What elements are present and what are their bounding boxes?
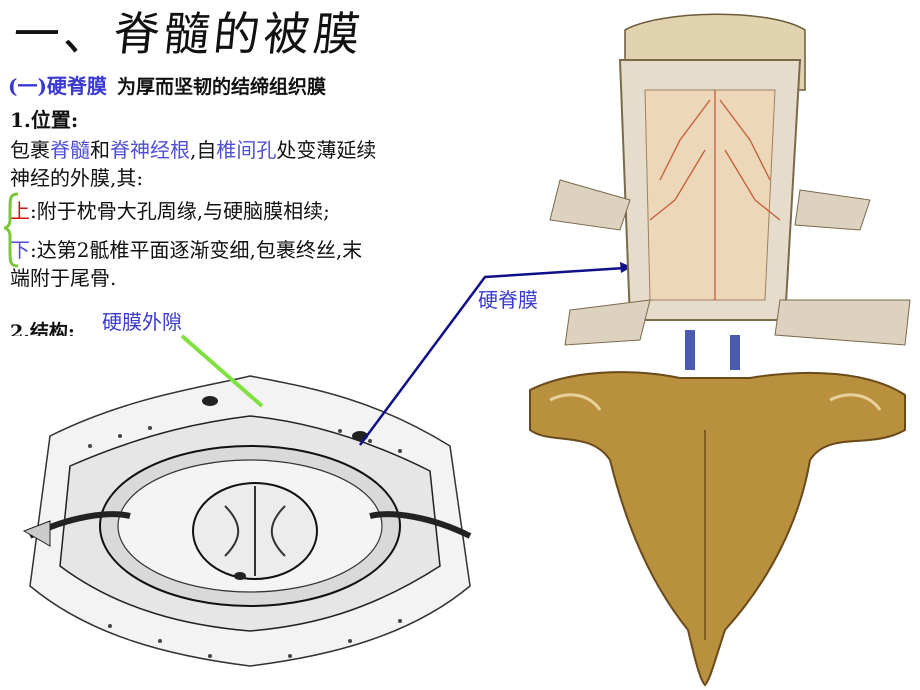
lower-attachment: 下:达第2骶椎平面逐渐变细,包裹终丝,末 <box>10 236 362 264</box>
dura-dissection-illustration <box>529 13 911 687</box>
term-spinal-cord: 脊髓 <box>50 138 90 162</box>
lower-text: :达第2骶椎平面逐渐变细,包裹终丝,末 <box>30 238 363 262</box>
curly-brace-icon <box>3 192 19 268</box>
section-description: 为厚而坚韧的结缔组织膜 <box>116 76 326 98</box>
text-span: ,自 <box>190 138 217 162</box>
text-span: 和 <box>90 138 110 162</box>
section-heading: (一)硬脊膜 <box>8 74 107 98</box>
position-line-2: 神经的外膜,其: <box>10 166 144 190</box>
text-span: 包裹 <box>10 138 50 162</box>
lower-attachment-2: 端附于尾骨. <box>10 266 117 290</box>
page-title: 一、脊髓的被膜 <box>10 7 367 61</box>
upper-text: :附于枕骨大孔周缘,与硬脑膜相续; <box>30 199 330 223</box>
position-heading: 1.位置: <box>10 108 79 132</box>
upper-attachment: 上:附于枕骨大孔周缘,与硬脑膜相续; <box>10 197 330 225</box>
lower-key: 下 <box>10 238 30 262</box>
dura-arrow <box>358 262 632 446</box>
epidural-pointer-line <box>180 334 264 408</box>
text-span: 处变薄延续 <box>276 138 377 162</box>
epidural-space-label: 硬膜外隙 <box>102 310 182 334</box>
position-line-1: 包裹脊髓和脊神经根,自椎间孔处变薄延续 <box>10 136 376 164</box>
upper-key: 上 <box>10 199 30 223</box>
section-heading-row: (一)硬脊膜为厚而坚韧的结缔组织膜 <box>8 70 326 99</box>
dura-label: 硬脊膜 <box>478 288 538 312</box>
term-nerve-root: 脊神经根 <box>110 138 190 162</box>
spinal-cross-section-illustration <box>10 336 480 686</box>
term-intervertebral-foramen: 椎间孔 <box>216 138 277 162</box>
